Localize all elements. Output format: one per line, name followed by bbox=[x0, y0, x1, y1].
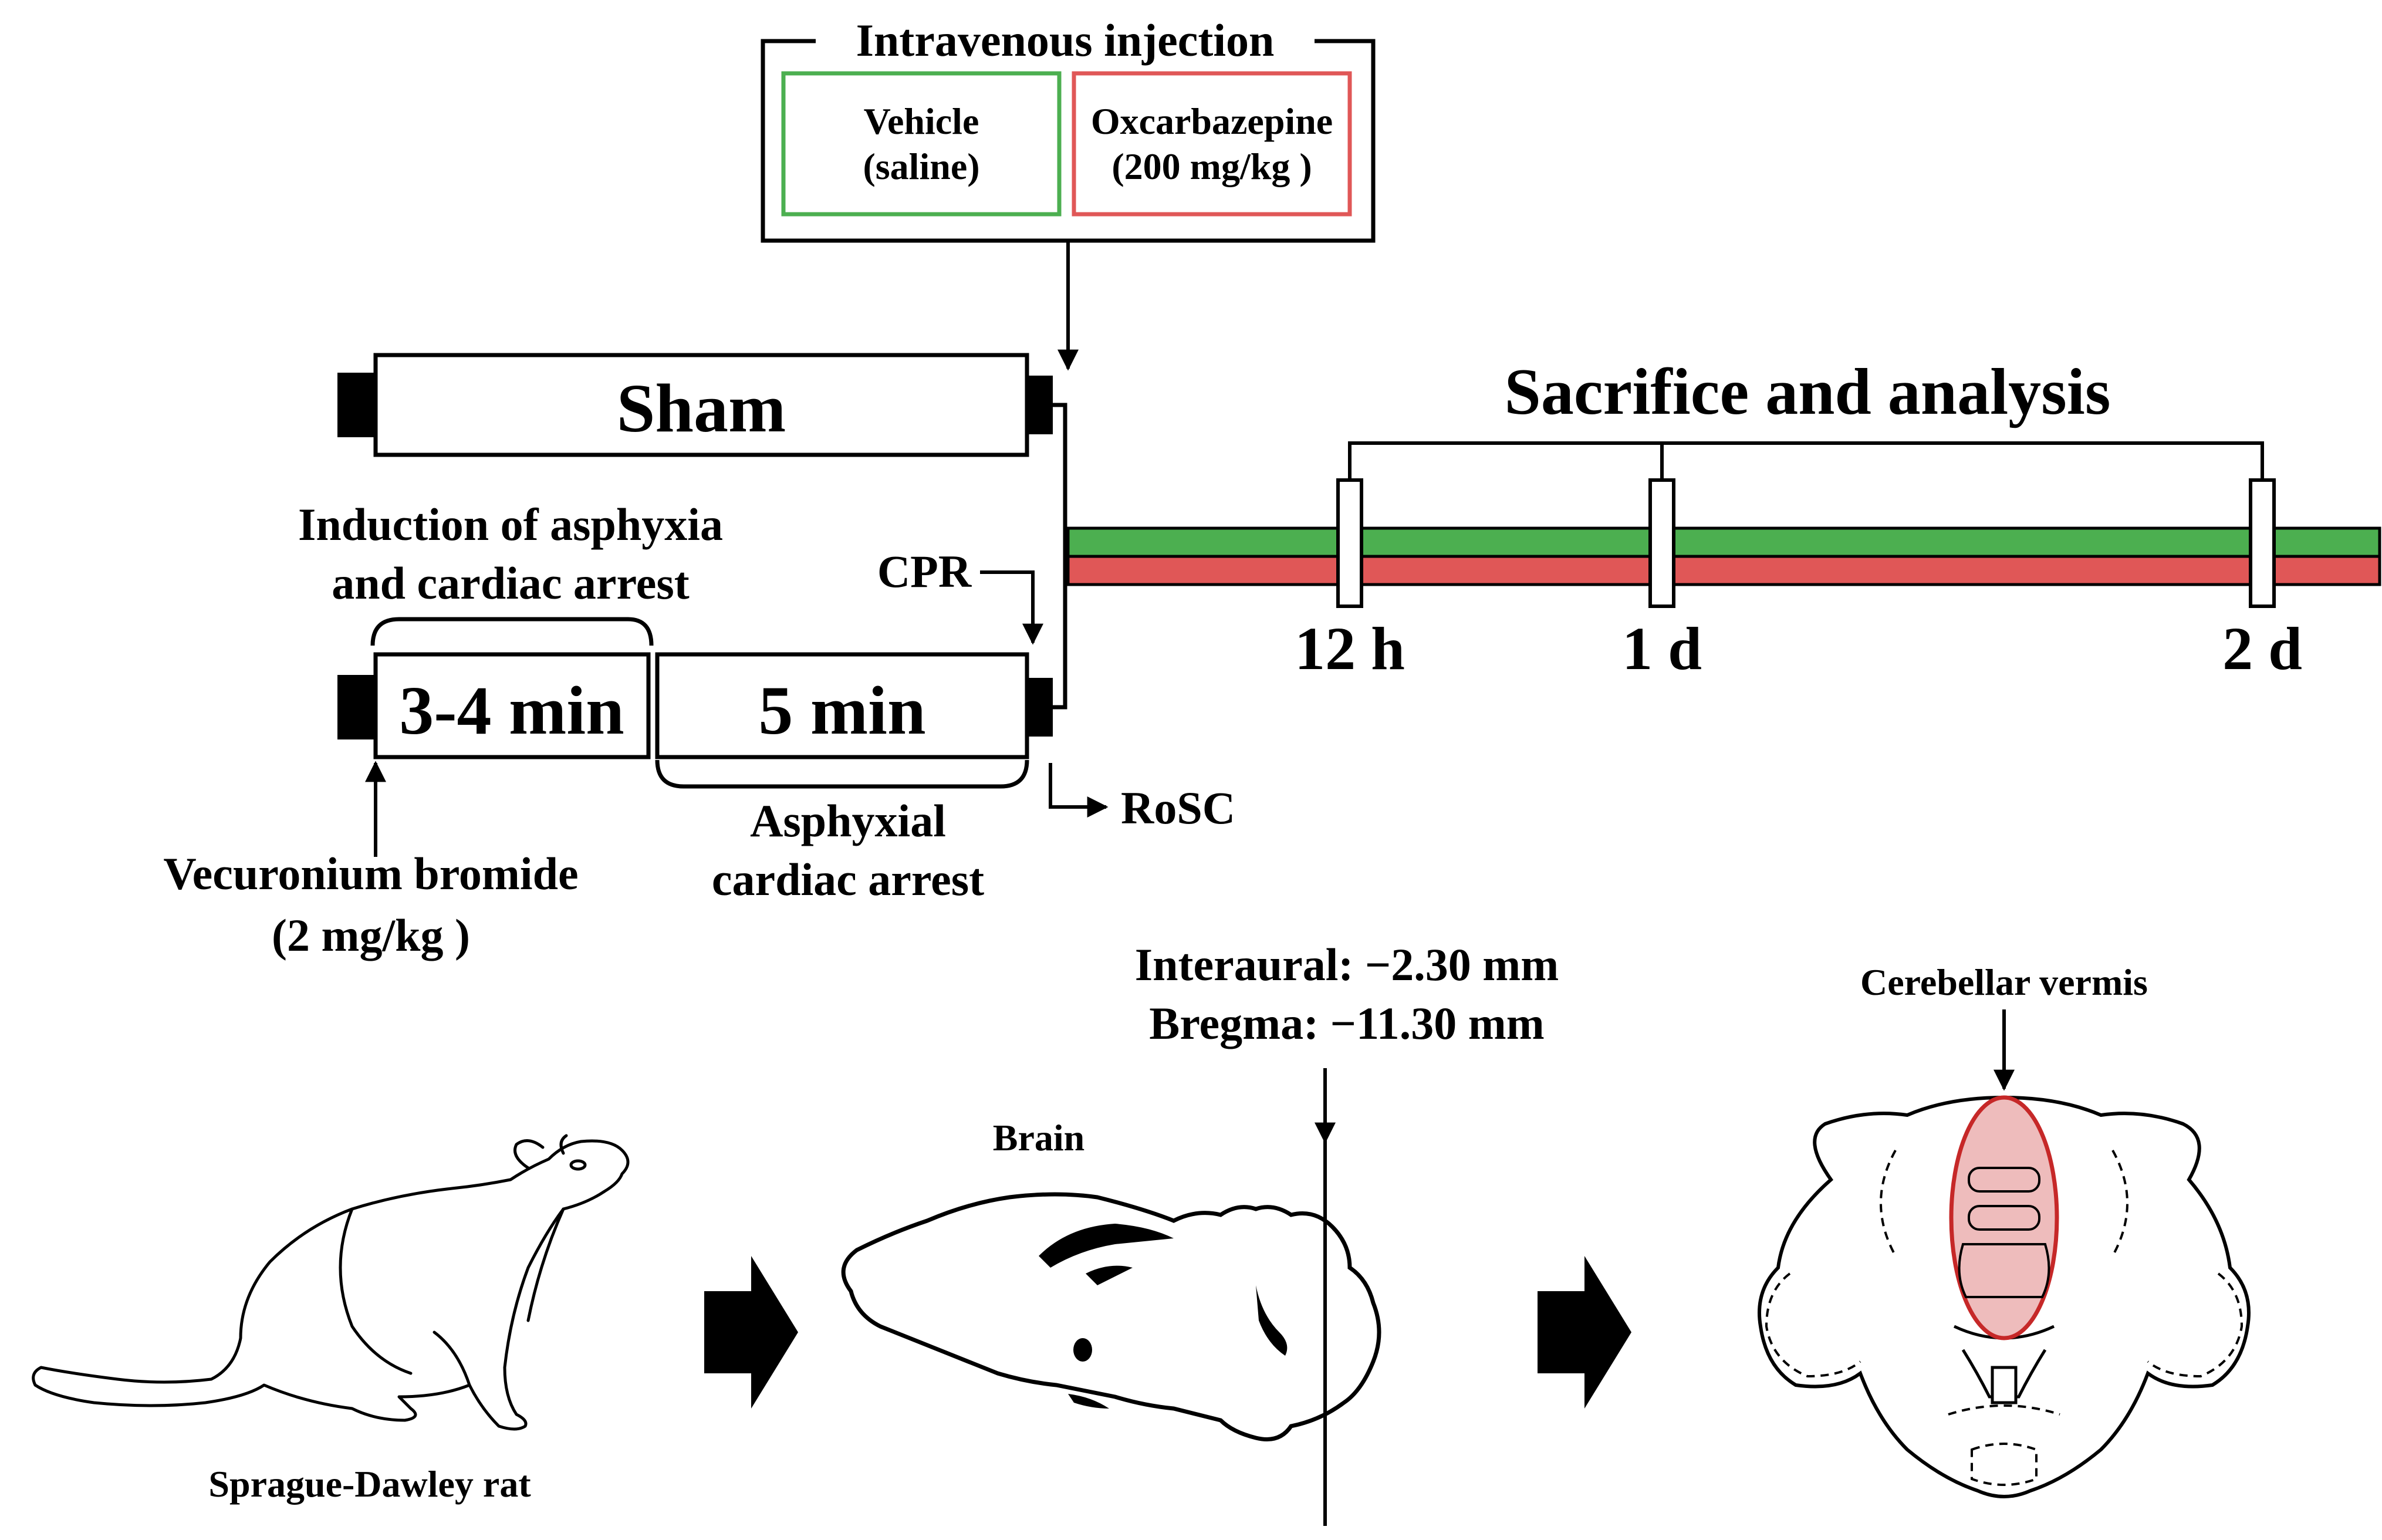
coordinate-bregma: Bregma: −11.30 mm bbox=[1149, 998, 1544, 1049]
timepoint-marker-2d bbox=[2249, 478, 2276, 608]
vecuronium-label: Vecuronium bromide bbox=[163, 848, 578, 899]
rat-label: Sprague-Dawley rat bbox=[208, 1463, 531, 1505]
arrest-label-line1: Asphyxial bbox=[750, 795, 946, 846]
induction-label-line1: Induction of asphyxia bbox=[298, 499, 723, 550]
arrest-box bbox=[655, 652, 1029, 759]
timepoint-label: 1 d bbox=[1622, 615, 1702, 683]
arrest-label-line2: cardiac arrest bbox=[712, 854, 984, 905]
brain-sagittal-illustration: Brain bbox=[841, 1068, 1381, 1526]
vecuronium-dose: (2 mg/kg ) bbox=[272, 910, 470, 961]
vehicle-sublabel: (saline) bbox=[863, 146, 979, 187]
sacrifice-timeline: Sacrifice and analysis 12 h 1 d 2 d bbox=[1066, 356, 2381, 683]
timepoint-marker-12h bbox=[1336, 478, 1363, 608]
timepoint-label: 12 h bbox=[1295, 615, 1405, 683]
oxcarbazepine-label: Oxcarbazepine bbox=[1091, 100, 1333, 142]
induction-box bbox=[373, 652, 651, 759]
vehicle-label: Vehicle bbox=[864, 100, 979, 142]
brain-label: Brain bbox=[993, 1117, 1084, 1159]
rosc-label: RoSC bbox=[1121, 782, 1235, 833]
induction-arrest-bar: Induction of asphyxia and cardiac arrest… bbox=[163, 499, 1235, 961]
rosc-arrow bbox=[1049, 763, 1109, 818]
sham-label: Sham bbox=[617, 370, 786, 447]
cpr-arrow bbox=[980, 570, 1043, 645]
coordinate-interaural: Interaural: −2.30 mm bbox=[1135, 939, 1559, 990]
oxcarbazepine-timeline bbox=[1066, 555, 2381, 586]
sham-bar: Sham bbox=[337, 353, 1067, 710]
cpr-label: CPR bbox=[877, 546, 972, 597]
injection-title: Intravenous injection bbox=[856, 15, 1275, 66]
induction-label-line2: and cardiac arrest bbox=[332, 558, 689, 609]
oxcarbazepine-dose: (200 mg/kg ) bbox=[1111, 146, 1312, 187]
arrest-duration: 5 min bbox=[758, 672, 925, 749]
timepoint-marker-1d bbox=[1648, 478, 1675, 608]
rat-illustration bbox=[32, 1134, 630, 1431]
vehicle-timeline bbox=[1066, 526, 2381, 558]
arrest-brace bbox=[655, 759, 1029, 789]
induction-brace bbox=[370, 617, 654, 646]
vehicle-box bbox=[781, 71, 1062, 217]
oxcarbazepine-box bbox=[1072, 71, 1352, 217]
injection-box: Intravenous injection Vehicle (saline) O… bbox=[761, 15, 1376, 371]
vermis-label: Cerebellar vermis bbox=[1860, 961, 2148, 1003]
connector-line bbox=[1053, 403, 1067, 710]
induction-duration: 3-4 min bbox=[399, 672, 624, 749]
vermis-highlight bbox=[1949, 1095, 2059, 1340]
timepoint-label: 2 d bbox=[2222, 615, 2302, 683]
flow-arrow-right-icon bbox=[1538, 1256, 1631, 1409]
flow-arrow-right-icon bbox=[704, 1256, 798, 1409]
cerebellum-coronal-illustration: Cerebellar vermis bbox=[1758, 961, 2251, 1498]
sacrifice-title: Sacrifice and analysis bbox=[1505, 356, 2111, 428]
